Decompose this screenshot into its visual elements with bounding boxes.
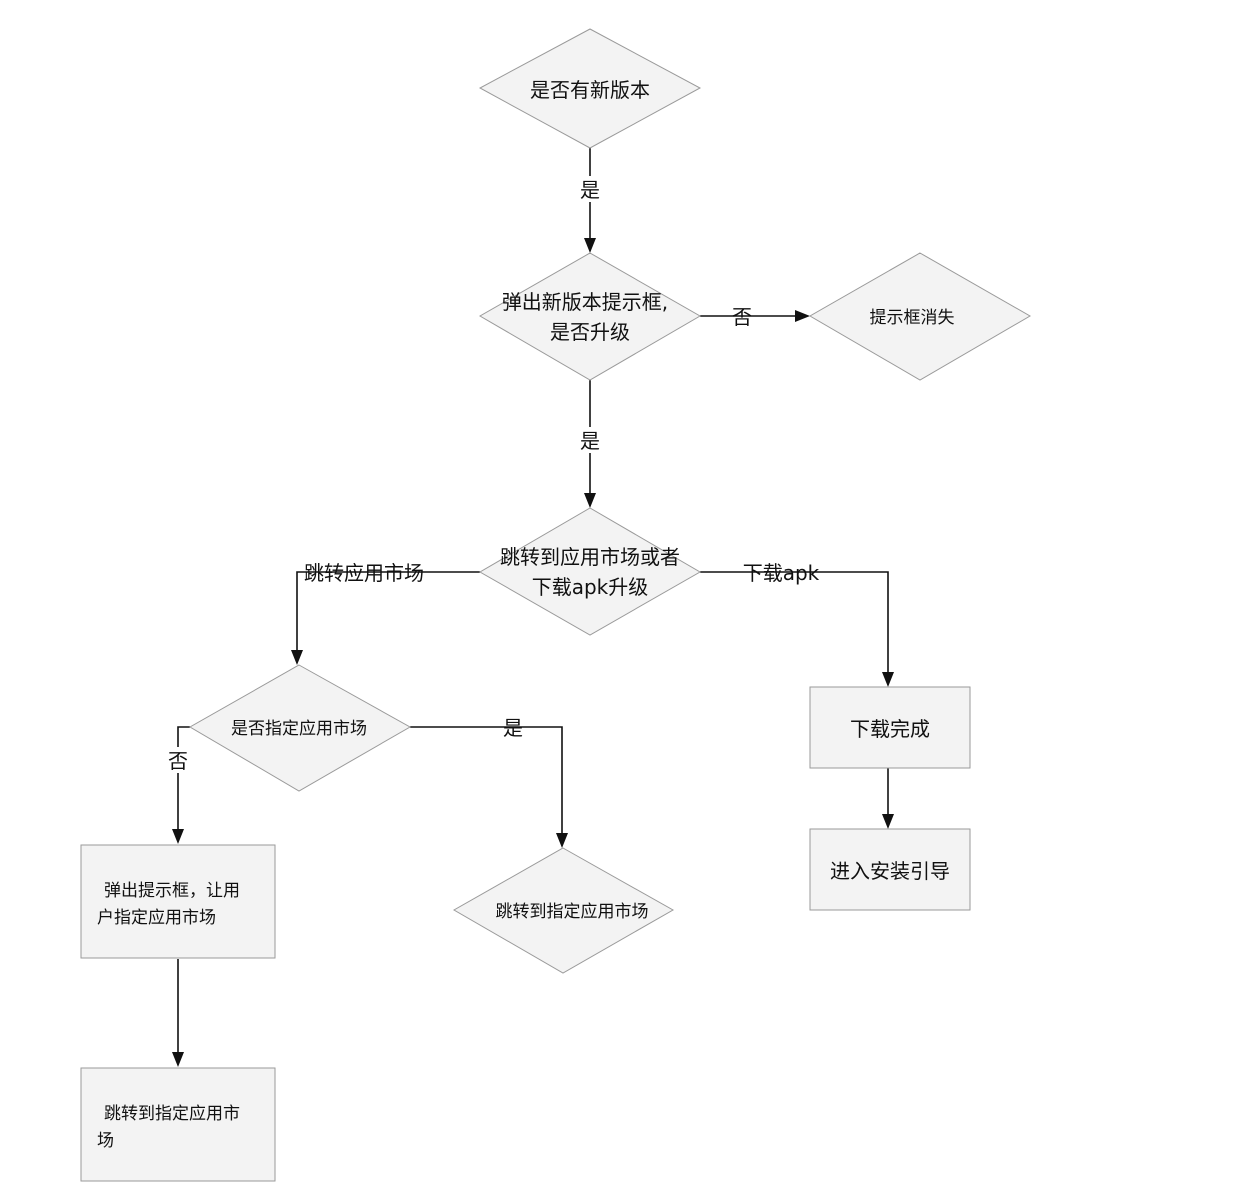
edge-label-e6: 是	[503, 716, 523, 740]
edge-label-e7: 否	[168, 749, 188, 773]
edge-labels: 是 否 是 跳转应用市场 下载apk 是 否	[167, 176, 820, 773]
node-popup-user-choose-text-2: 户指定应用市场	[97, 908, 216, 928]
node-choose-method-text-1: 跳转到应用市场或者	[500, 545, 680, 569]
node-specified-market: 是否指定应用市场	[189, 664, 412, 792]
node-install-guide: 进入安装引导	[809, 828, 971, 911]
edge-specified-to-goto	[410, 726, 568, 848]
edge-label-e1: 是	[580, 178, 600, 202]
node-dismiss-prompt-text: 提示框消失	[870, 308, 955, 328]
edge-label-e4: 跳转应用市场	[304, 561, 424, 585]
node-download-done: 下载完成	[809, 686, 971, 769]
nodes: 是否有新版本 弹出新版本提示框, 是否升级 提示框消失 跳转到应用市场或者 下载…	[80, 28, 1032, 1182]
node-jump-specified-market-text-2: 场	[97, 1131, 114, 1151]
node-download-done-text: 下载完成	[850, 717, 930, 741]
node-specified-market-text: 是否指定应用市场	[231, 719, 367, 739]
node-jump-specified-market-text-1: 跳转到指定应用市	[104, 1104, 240, 1124]
node-choose-method: 跳转到应用市场或者 下载apk升级	[478, 507, 702, 636]
edge-label-e5: 下载apk	[743, 561, 820, 585]
edge-specified-to-popup-user	[172, 726, 190, 844]
node-choose-method-text-2: 下载apk升级	[532, 575, 649, 599]
node-check-new-version-text: 是否有新版本	[530, 78, 650, 102]
edge-label-e3: 是	[580, 429, 600, 453]
node-dismiss-prompt: 提示框消失	[808, 252, 1032, 381]
node-goto-specified-market-text: 跳转到指定应用市场	[496, 902, 649, 922]
node-popup-upgrade: 弹出新版本提示框, 是否升级	[478, 252, 702, 381]
edge-choose-to-specified	[291, 571, 480, 665]
node-goto-specified-market: 跳转到指定应用市场	[452, 847, 675, 974]
node-install-guide-text: 进入安装引导	[830, 859, 950, 883]
edge-label-e2: 否	[732, 305, 752, 329]
node-popup-user-choose: 弹出提示框，让用 户指定应用市场	[80, 844, 276, 959]
node-popup-user-choose-text-1: 弹出提示框，让用	[104, 881, 240, 901]
node-popup-upgrade-text-2: 是否升级	[550, 320, 630, 344]
node-check-new-version: 是否有新版本	[478, 28, 702, 149]
edges	[172, 148, 894, 1067]
edge-popup-user-to-jump	[172, 959, 184, 1067]
edge-popup-to-dismiss	[700, 310, 810, 322]
node-jump-specified-market: 跳转到指定应用市 场	[80, 1067, 276, 1182]
edge-download-to-install	[882, 768, 894, 829]
edge-choose-to-download	[700, 571, 894, 687]
node-popup-upgrade-text-1: 弹出新版本提示框,	[502, 290, 668, 314]
